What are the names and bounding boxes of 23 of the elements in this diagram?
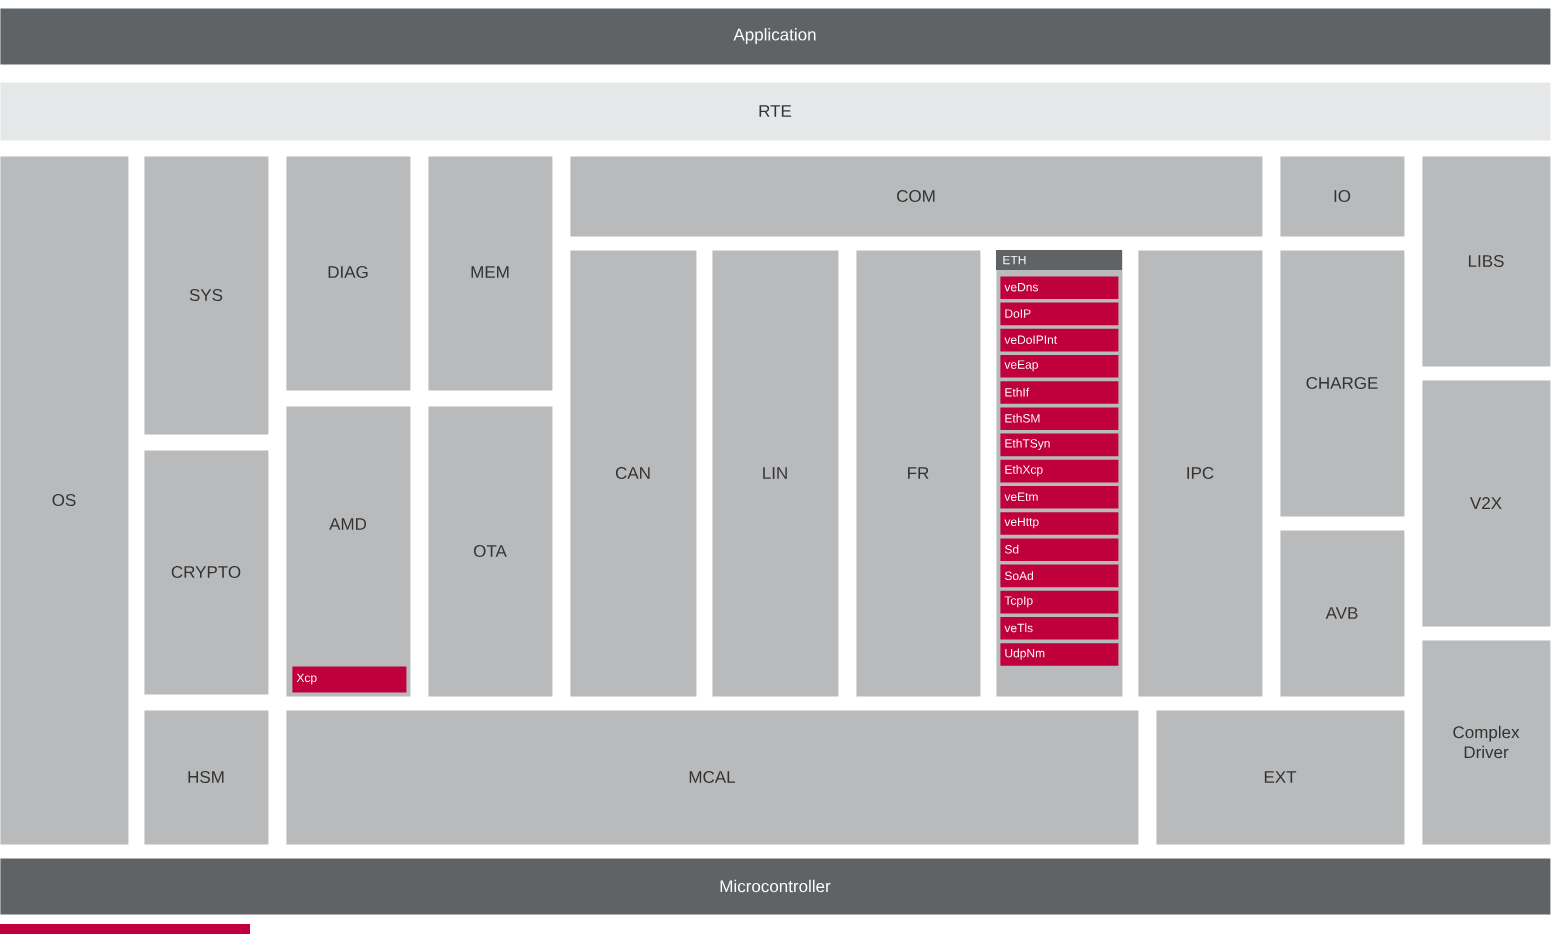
module-box: LIBS [1422, 156, 1551, 367]
module-box: SYS [144, 156, 269, 435]
layer-bar: Application [0, 8, 1551, 65]
module-box: FR [856, 250, 981, 697]
layer-bar: RTE [0, 82, 1551, 141]
module-box: CHARGE [1280, 250, 1405, 517]
module-box: IO [1280, 156, 1405, 237]
module-box: MEM [428, 156, 553, 391]
module-box: IPC [1138, 250, 1263, 697]
module-box: OS [0, 156, 129, 845]
module-box: LIN [712, 250, 839, 697]
module-box: V2X [1422, 380, 1551, 627]
module-box: MCAL [286, 710, 1139, 845]
module-box: EXT [1156, 710, 1405, 845]
module-box: OTA [428, 406, 553, 697]
module-box: CRYPTO [144, 450, 269, 695]
layer-bar: Microcontroller [0, 858, 1551, 915]
module-box: AVB [1280, 530, 1405, 697]
module-box: DIAG [286, 156, 411, 391]
module-box: CAN [570, 250, 697, 697]
module-box: COM [570, 156, 1263, 237]
module-box: Complex Driver [1422, 640, 1551, 845]
module-box: HSM [144, 710, 269, 845]
